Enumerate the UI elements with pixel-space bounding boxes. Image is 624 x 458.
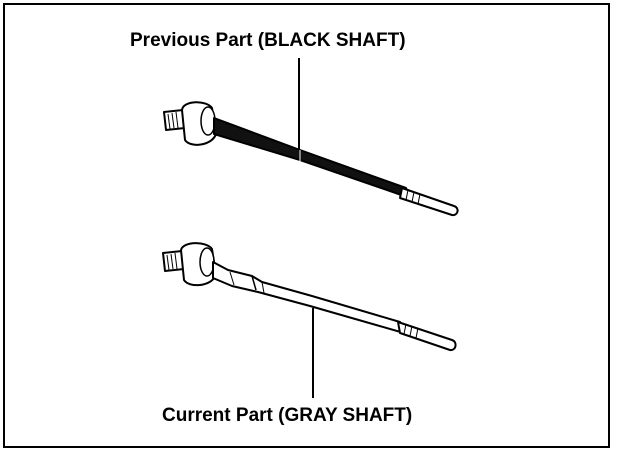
previous-tie-rod bbox=[163, 101, 459, 217]
current-part-label: Current Part (GRAY SHAFT) bbox=[162, 405, 413, 426]
previous-part-label: Previous Part (BLACK SHAFT) bbox=[130, 30, 406, 51]
current-threaded-end bbox=[397, 321, 457, 352]
current-gray-shaft bbox=[212, 261, 405, 334]
previous-threaded-end bbox=[399, 187, 459, 217]
previous-black-shaft bbox=[213, 117, 411, 199]
diagram-frame bbox=[3, 3, 610, 448]
current-tie-rod bbox=[162, 242, 457, 352]
